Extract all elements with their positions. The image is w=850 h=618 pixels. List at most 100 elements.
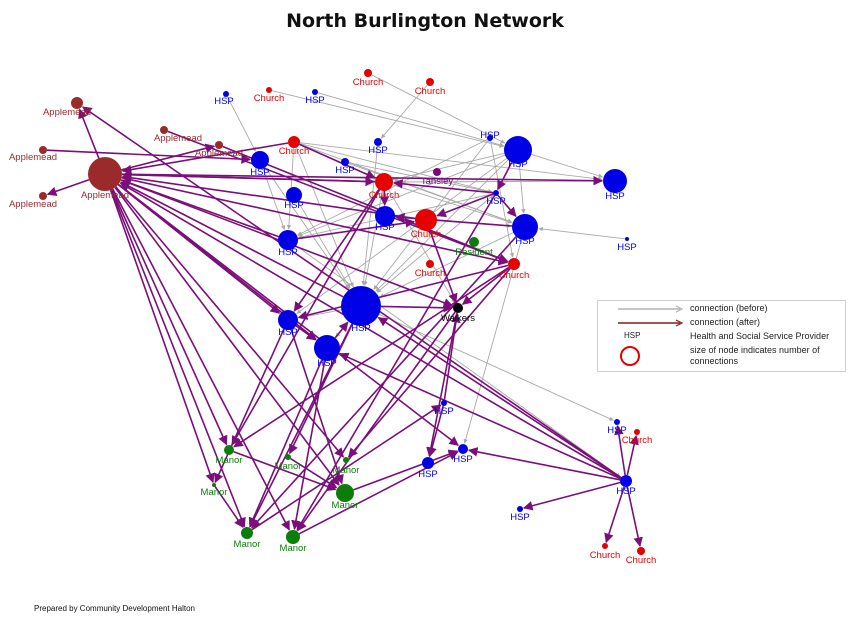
node-hspK: HSP: [375, 206, 395, 233]
edge-after-hspO-mn2: [288, 323, 354, 455]
node-hspC: HSP: [368, 138, 388, 156]
node-label-hspU: HSP: [607, 425, 627, 436]
edge-before-hspO-hspU: [379, 313, 614, 421]
edge-after-hspP-mn3: [214, 328, 285, 484]
node-circle-hspO: [341, 286, 381, 326]
node-mn1: Manor: [216, 445, 242, 466]
node-label-chF: Church: [411, 229, 442, 240]
edge-after-hspQ-hspO: [334, 321, 349, 339]
node-circle-chD: [288, 136, 300, 148]
node-circle-hspP: [278, 310, 298, 330]
edge-before-hspE-hspO: [264, 167, 350, 290]
node-mn5: Manor: [332, 484, 359, 511]
edge-after-hspW-chL: [626, 486, 643, 548]
node-label-chL: Church: [626, 555, 657, 566]
node-circle-hspK: [375, 206, 395, 226]
node-walkers: Walkers: [441, 303, 475, 324]
node-circle-hspS: [458, 444, 468, 454]
node-mn4: Manor: [333, 457, 360, 476]
edge-before-hspA-hspE: [226, 96, 256, 152]
legend-hsp-label: Health and Social Service Provider: [690, 331, 830, 341]
node-circle-hspN: [278, 230, 298, 250]
node-circle-hspD: [341, 158, 349, 166]
node-hspO: HSP: [341, 286, 381, 334]
node-label-hspA: HSP: [214, 96, 234, 107]
node-circle-chL: [637, 547, 645, 555]
edge-after-hspW-hspQ: [338, 352, 621, 480]
edge-after-mn5-hspS: [353, 449, 459, 491]
node-circle-hspT: [422, 457, 434, 469]
legend-after-label: connection (after): [690, 317, 761, 327]
edge-before-hspJ-hspO: [297, 201, 351, 289]
page-title: North Burlington Network: [286, 10, 564, 32]
edge-after-ap4-hspE: [46, 149, 251, 164]
node-label-hspL: HSP: [515, 236, 535, 247]
node-chK: Church: [590, 543, 621, 561]
edge-before-chE-walkers: [388, 189, 456, 304]
node-circle-tansley: [433, 168, 441, 176]
node-label-chK: Church: [590, 550, 621, 561]
node-label-ap4: Applemead: [9, 152, 57, 163]
node-mn3: Manor: [201, 483, 227, 498]
node-label-mn4: Manor: [333, 465, 360, 476]
node-hspP: HSP: [278, 310, 298, 338]
node-ap6: Applemead: [81, 157, 129, 201]
node-hspN: HSP: [278, 230, 298, 258]
edge-after-hspO-ap6: [120, 181, 344, 298]
node-tansley: Tansley: [421, 168, 453, 187]
edge-after-hspW-hspO: [377, 316, 622, 479]
node-label-hspO: HSP: [351, 323, 371, 334]
edge-after-walkers-mn7: [297, 311, 456, 532]
edge-after-chG-mn1: [233, 266, 510, 448]
edge-after-walkers-hspT: [426, 312, 458, 458]
node-label-hspH: HSP: [605, 191, 625, 202]
edge-before-hspB-hspF: [317, 92, 505, 147]
nodes-layer: ApplemeadApplemeadApplemeadApplemeadAppl…: [9, 69, 656, 566]
node-label-hspC: HSP: [368, 145, 388, 156]
node-label-ap2: Applemead: [154, 133, 202, 144]
legend-before-line: [618, 305, 684, 313]
edge-after-ap6-ap5: [46, 178, 90, 196]
node-hspH: HSP: [603, 169, 627, 202]
edge-after-chG-walkers: [461, 267, 510, 305]
node-circle-mn1: [224, 445, 234, 455]
node-label-hspP: HSP: [278, 327, 298, 338]
edges-before-layer: [226, 74, 626, 478]
edge-after-chE-hspP: [293, 188, 380, 312]
node-label-mn6: Manor: [234, 539, 261, 550]
node-label-chE: Church: [369, 190, 400, 201]
node-mn6: Manor: [234, 527, 261, 550]
node-label-hspI: HSP: [486, 196, 506, 207]
edge-after-ap3-chG: [222, 145, 509, 263]
node-chF: Church: [411, 209, 442, 240]
node-hspA: HSP: [214, 91, 234, 107]
node-circle-mn5: [336, 484, 354, 502]
legend-size-label: size of node indicates number of connect…: [690, 345, 820, 366]
edge-after-hspI-hspL: [497, 194, 517, 218]
node-label-hspD: HSP: [335, 165, 355, 176]
edge-after-hspW-hspV: [522, 481, 621, 511]
edge-before-hspF-hspN: [297, 154, 506, 237]
node-label-hspT: HSP: [418, 469, 438, 480]
node-circle-mn3: [212, 483, 216, 487]
node-chJ: Church: [622, 429, 652, 446]
edge-after-ap6-mn4: [115, 186, 345, 458]
node-label-mn7: Manor: [280, 543, 307, 554]
node-label-chH: Church: [415, 268, 446, 279]
edge-after-hspQ-mn6: [248, 359, 323, 528]
node-label-chB: Church: [353, 77, 384, 88]
node-label-ap6: Applemead: [81, 190, 129, 201]
edge-before-chD-hspH: [299, 142, 603, 182]
edge-after-ap6-chE: [121, 173, 375, 187]
node-circle-chA: [266, 87, 272, 93]
node-label-hspK: HSP: [375, 222, 395, 233]
node-circle-hspB: [312, 89, 318, 95]
edge-before-hspD-hspI: [348, 162, 493, 194]
node-circle-ap6: [88, 157, 122, 191]
node-label-mn5: Manor: [332, 500, 359, 511]
node-circle-hspF: [504, 136, 532, 164]
edge-after-ap6-ap3: [121, 143, 216, 171]
edge-after-hspL-mn6: [251, 236, 517, 529]
edge-after-hspW-chJ: [626, 434, 639, 476]
node-label-hspR: HSP: [434, 406, 454, 417]
